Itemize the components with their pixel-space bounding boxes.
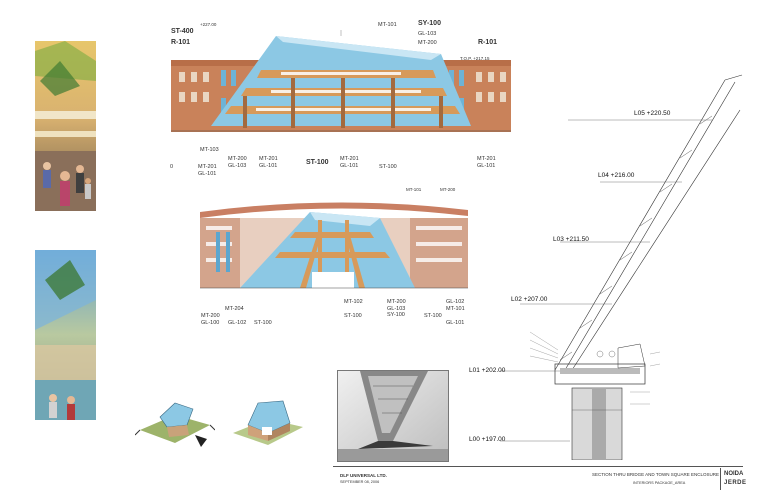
title-block-date: SEPTEMBER 08, 2006 xyxy=(340,480,380,484)
label-mt103: MT-103 xyxy=(200,147,219,153)
model-view-b xyxy=(228,395,308,450)
atrium-photo-top xyxy=(35,41,96,211)
title-block-title: SECTION THRU BRIDGE AND TOWN SQUARE ENCL… xyxy=(592,472,720,477)
label-mt200-a: MT-200 GL-103 xyxy=(228,156,247,169)
title-block-logo-top: NOIDA xyxy=(724,471,744,477)
level-l01: L01 +202.00 xyxy=(469,367,505,374)
label-mt201-a: MT-201 GL-101 xyxy=(198,164,217,177)
level-l04-code: L04 xyxy=(598,172,609,179)
label-mt101-top: MT-101 xyxy=(378,22,397,28)
label-st100-b: ST-100 xyxy=(344,313,362,319)
title-block-client: DLF UNIVERSAL LTD. xyxy=(340,473,387,478)
title-block-divider xyxy=(720,468,721,490)
interior-render xyxy=(337,370,449,462)
label-sy100-top: SY-100 xyxy=(418,20,441,27)
label-st100-a: ST-100 xyxy=(254,320,272,326)
label-gl101: GL-101 xyxy=(446,320,465,326)
label-gl103-top: GL-103 xyxy=(418,31,437,37)
level-l04-value: +216.00 xyxy=(610,172,635,179)
label-mt201-c: MT-201 GL-101 xyxy=(340,156,359,169)
level-l03-value: +211.50 xyxy=(565,236,589,243)
level-l00: L00 +197.00 xyxy=(469,436,505,443)
label-mt200-gl100: MT-200 GL-100 xyxy=(201,313,220,326)
title-block-logo-bottom: JERDE xyxy=(724,480,747,486)
label-mid-top-b: MT-200 xyxy=(440,187,456,192)
elevation-mid-drawing xyxy=(200,192,468,294)
label-gl102-b: GL-102 MT-101 xyxy=(446,299,465,312)
label-top-level: T.O.P. +217.15 xyxy=(460,56,490,61)
label-mt200-gl103: MT-200 GL-103 SY-100 xyxy=(387,299,406,318)
level-l03-code: L03 xyxy=(553,236,564,243)
label-mt204: MT-204 xyxy=(225,306,244,312)
label-small-top: +227.00 xyxy=(200,22,217,27)
level-l01-value: +202.00 xyxy=(481,367,506,374)
level-l00-value: +197.00 xyxy=(481,436,506,443)
atrium-photo-bottom xyxy=(35,250,96,420)
title-block-rule xyxy=(333,466,743,467)
level-l02: L02 +207.00 xyxy=(511,296,547,303)
elevation-top-drawing xyxy=(171,30,511,132)
label-r101-left: R-101 xyxy=(171,39,191,46)
section-drawing xyxy=(500,70,750,461)
label-mt201-b: MT-201 GL-101 xyxy=(259,156,278,169)
label-r101-right: R-101 xyxy=(478,39,498,46)
level-l05-code: L05 xyxy=(634,110,645,117)
level-l04: L04 +216.00 xyxy=(598,172,634,179)
label-mt200-top: MT-200 xyxy=(418,40,437,46)
level-l05-value: +220.50 xyxy=(646,110,671,117)
label-mid-top-a: MT-101 xyxy=(406,187,422,192)
label-gl102: GL-102 xyxy=(228,320,247,326)
level-l02-value: +207.00 xyxy=(523,296,548,303)
model-view-a xyxy=(134,395,216,450)
level-l03: L03 +211.50 xyxy=(553,236,589,243)
level-l01-code: L01 xyxy=(469,367,480,374)
label-st400: ST-400 xyxy=(171,28,194,35)
label-st100-small: ST-100 xyxy=(379,164,397,170)
label-mt201-d: MT-201 GL-101 xyxy=(477,156,496,169)
label-st100-big: ST-100 xyxy=(306,159,329,166)
level-l00-code: L00 xyxy=(469,436,480,443)
label-zero: 0 xyxy=(170,164,174,170)
label-st100-c: ST-100 xyxy=(424,313,442,319)
level-l05: L05 +220.50 xyxy=(634,110,670,117)
level-l02-code: L02 xyxy=(511,296,522,303)
title-block-subtitle: INTERIORS PACKAGE_AREA xyxy=(633,481,686,485)
label-mt102: MT-102 xyxy=(344,299,363,305)
